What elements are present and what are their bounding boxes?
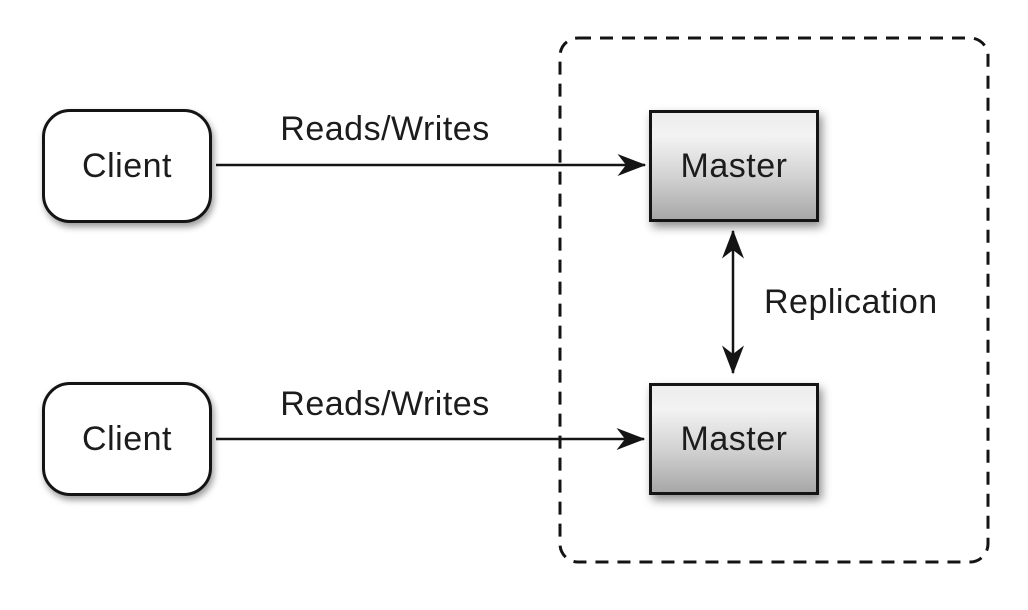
master-top-node: Master <box>649 110 819 222</box>
reads-writes-bottom-edge-label: Reads/Writes <box>280 385 490 423</box>
client-top-node: Client <box>42 109 212 223</box>
master-top-label: Master <box>680 146 788 185</box>
replication-edge-label: Replication <box>764 283 938 321</box>
client-bottom-node: Client <box>42 382 212 496</box>
master-bottom-node: Master <box>649 383 819 495</box>
replication-boundary-box <box>558 36 990 564</box>
client-bottom-label: Client <box>82 419 172 458</box>
master-bottom-label: Master <box>680 419 788 458</box>
reads-writes-top-edge-label: Reads/Writes <box>280 110 490 148</box>
client-top-label: Client <box>82 146 172 185</box>
